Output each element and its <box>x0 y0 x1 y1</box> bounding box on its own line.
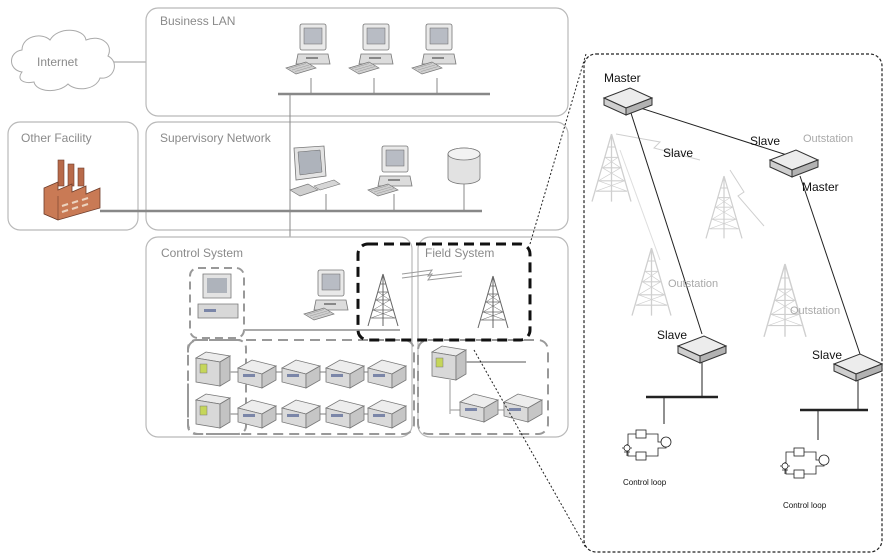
hmi-group <box>189 267 245 339</box>
internet-label: Internet <box>37 55 78 69</box>
label-slave-lower-right: Slave <box>812 348 842 362</box>
field-plc-icon <box>431 345 467 381</box>
label-slave-lower-left: Slave <box>657 328 687 342</box>
factory-icon <box>43 159 101 221</box>
label-control-loop-left: Control loop <box>623 478 667 487</box>
supervisory-network-label: Supervisory Network <box>160 131 272 145</box>
detail-links <box>627 103 861 410</box>
label-slave-top-right: Slave <box>750 134 780 148</box>
label-outstation-middle: Outstation <box>668 278 718 290</box>
zoom-line-top <box>529 53 587 245</box>
controller-group <box>187 339 247 435</box>
zoom-line-bottom <box>473 349 587 549</box>
field-system-label: Field System <box>425 246 494 260</box>
other-facility-label: Other Facility <box>21 131 92 145</box>
historian-database-icon <box>447 147 481 185</box>
label-master-right: Master <box>802 180 839 194</box>
internet-cloud: Internet <box>11 29 115 91</box>
business-lan-zone <box>145 7 569 117</box>
label-slave-middle: Slave <box>663 146 693 160</box>
label-outstation-top-right: Outstation <box>803 133 853 145</box>
field-detail-panel <box>583 53 883 553</box>
radio-link-highlight <box>356 242 532 342</box>
plc-1-icon <box>195 351 231 387</box>
business-lan-label: Business LAN <box>160 14 235 28</box>
label-master-top: Master <box>604 71 641 85</box>
label-outstation-right: Outstation <box>790 305 840 317</box>
control-system-label: Control System <box>161 246 243 260</box>
hmi-terminal-icon <box>197 273 239 319</box>
plc-2-icon <box>195 393 231 429</box>
label-control-loop-right: Control loop <box>783 501 827 510</box>
